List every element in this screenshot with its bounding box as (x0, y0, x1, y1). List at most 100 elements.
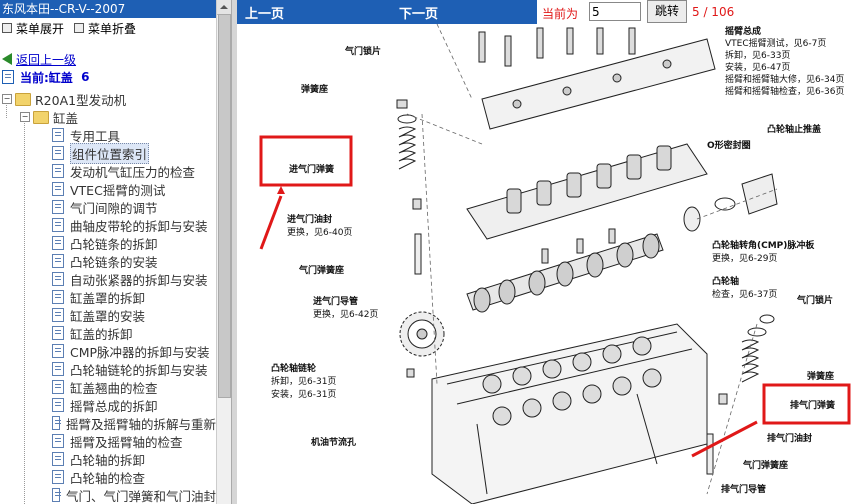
page-nav-bar: 上一页 下一页 当前为 跳转 5 / 106 (237, 0, 852, 24)
tree-node-folder[interactable]: − 缸盖 (0, 108, 216, 126)
label-spring-seat: 弹簧座 (301, 83, 328, 95)
document-icon (52, 398, 64, 412)
tree-item-label: CMP脉冲器的拆卸与安装 (70, 344, 210, 360)
tree-item[interactable]: 发动机气缸压力的检查 (0, 162, 216, 180)
collapse-menu-button[interactable]: 菜单折叠 (74, 20, 136, 37)
tree-item[interactable]: 缸盖翘曲的检查 (0, 378, 216, 396)
collapse-toggle-icon[interactable]: − (20, 112, 30, 122)
sprocket-drawing (399, 311, 445, 357)
tree-item-label: 摇臂及摇臂轴的拆解与重新 (65, 416, 216, 432)
page-number-input[interactable] (589, 2, 641, 21)
document-icon (52, 200, 64, 214)
back-link-row: 返回上一级 (0, 50, 216, 68)
bolts-drawing (478, 27, 636, 264)
tree-item[interactable]: 摇臂及摇臂轴的检查 (0, 432, 216, 450)
document-icon (52, 416, 61, 430)
tree-item[interactable]: 专用工具 (0, 126, 216, 144)
document-icon (52, 290, 64, 304)
tree-item[interactable]: 凸轮轴的检查 (0, 468, 216, 486)
tree-item[interactable]: 缸盖罩的拆卸 (0, 288, 216, 306)
label-sprocket-note1: 拆卸，见6-31页 (271, 375, 336, 387)
label-valve-keeper: 气门锁片 (344, 45, 381, 57)
document-icon (52, 380, 64, 394)
sidebar-scrollbar[interactable] (216, 0, 231, 504)
tree-item-label: 凸轮链条的拆卸 (70, 236, 158, 252)
tree-item-label: 缸盖翘曲的检查 (70, 380, 158, 396)
expand-menu-label: 菜单展开 (16, 21, 65, 36)
tree-line (24, 120, 25, 504)
label-camshaft-note: 检查，见6-37页 (712, 288, 777, 300)
scrollbar-thumb[interactable] (218, 14, 231, 398)
menu-toolbar: 菜单展开 菜单折叠 (0, 18, 216, 38)
current-location: 当前:缸盖 6 (0, 68, 216, 86)
document-icon (52, 218, 64, 232)
label-sprocket-note2: 安装，见6-31页 (271, 388, 336, 400)
tree-node-label: R20A1型发动机 (35, 92, 127, 108)
current-count: 6 (81, 70, 90, 84)
tree-item-label: 发动机气缸压力的检查 (70, 164, 196, 180)
document-icon (52, 488, 61, 502)
label-rocker-l2: 拆卸，见6-33页 (725, 49, 790, 61)
pane-splitter[interactable] (231, 0, 238, 504)
jump-button[interactable]: 跳转 (647, 0, 687, 23)
next-page-link[interactable]: 下一页 (399, 7, 439, 22)
tree-item[interactable]: 摇臂总成的拆卸 (0, 396, 216, 414)
tree-item-label: 缸盖罩的安装 (70, 308, 146, 324)
document-icon (52, 326, 64, 340)
label-exhaust-spring: 排气门弹簧 (790, 399, 835, 411)
document-icon (52, 470, 64, 484)
document-icon (52, 254, 64, 268)
document-icon (52, 236, 64, 250)
highlight-box-exhaust-spring (762, 383, 851, 425)
camshaft-drawing (466, 233, 664, 313)
tree-node-label: 缸盖 (53, 110, 79, 126)
back-link[interactable]: 返回上一级 (16, 52, 77, 67)
tree-item-label: 曲轴皮带轮的拆卸与安装 (70, 218, 208, 234)
prev-page-link[interactable]: 上一页 (245, 7, 285, 22)
page-ratio: 5 / 106 (692, 5, 735, 19)
tree-item[interactable]: CMP脉冲器的拆卸与安装 (0, 342, 216, 360)
collapse-toggle-icon[interactable]: − (2, 94, 12, 104)
label-exhaust-seal: 排气门油封 (767, 432, 812, 444)
tree-item[interactable]: 缸盖罩的安装 (0, 306, 216, 324)
tree-item-label: 组件位置索引 (70, 142, 150, 164)
tree-item[interactable]: 凸轮轴的拆卸 (0, 450, 216, 468)
tree-item[interactable]: 凸轮链条的安装 (0, 252, 216, 270)
label-intake-seal: 进气门油封 (287, 213, 332, 225)
label-intake-spring: 进气门弹簧 (289, 163, 334, 175)
label-intake-guide: 进气门导管 (313, 295, 358, 307)
tree-item[interactable]: 凸轮链条的拆卸 (0, 234, 216, 252)
label-valve-spring-seat: 气门弹簧座 (298, 264, 344, 276)
label-rocker-l1: VTEC摇臂测试，见6-7页 (725, 37, 826, 49)
label-oil-hole: 机油节流孔 (311, 436, 356, 448)
tree-item-label: 摇臂总成的拆卸 (70, 398, 158, 414)
expand-menu-button[interactable]: 菜单展开 (2, 20, 64, 37)
tree-item[interactable]: 凸轮轴链轮的拆卸与安装 (0, 360, 216, 378)
tree-item[interactable]: 气门间隙的调节 (0, 198, 216, 216)
label-rocker-l4: 摇臂和摇臂轴大修，见6-34页 (725, 73, 844, 85)
tree-item-label: 气门、气门弹簧和气门油封 (65, 488, 216, 504)
tree-item[interactable]: VTEC摇臂的测试 (0, 180, 216, 198)
content-pane: 上一页 下一页 当前为 跳转 5 / 106 (237, 0, 852, 504)
document-icon (52, 164, 64, 178)
tree-item[interactable]: 气门、气门弹簧和气门油封 (0, 486, 216, 504)
tree-line (6, 102, 7, 118)
scroll-up-arrow-icon[interactable] (217, 0, 231, 15)
label-exhaust-guide: 排气门导管 (721, 483, 766, 495)
tree-item[interactable]: 曲轴皮带轮的拆卸与安装 (0, 216, 216, 234)
tree-node-root[interactable]: − R20A1型发动机 (0, 90, 216, 108)
current-label: 当前:缸盖 (20, 70, 73, 85)
tree-item[interactable]: 摇臂及摇臂轴的拆解与重新 (0, 414, 216, 432)
tree-item[interactable]: 自动张紧器的拆卸与安装 (0, 270, 216, 288)
document-icon (52, 272, 64, 286)
tree-item[interactable]: 组件位置索引 (0, 142, 216, 164)
highlight-arrow-exhaust (691, 420, 758, 458)
tree-item[interactable]: 缸盖的拆卸 (0, 324, 216, 342)
document-icon (52, 344, 64, 358)
label-rocker-l3: 安装，见6-47页 (725, 61, 790, 73)
label-r-spring-seat: 弹簧座 (807, 370, 834, 382)
tree-item-label: 凸轮轴链轮的拆卸与安装 (70, 362, 208, 378)
back-arrow-icon[interactable] (2, 53, 12, 65)
